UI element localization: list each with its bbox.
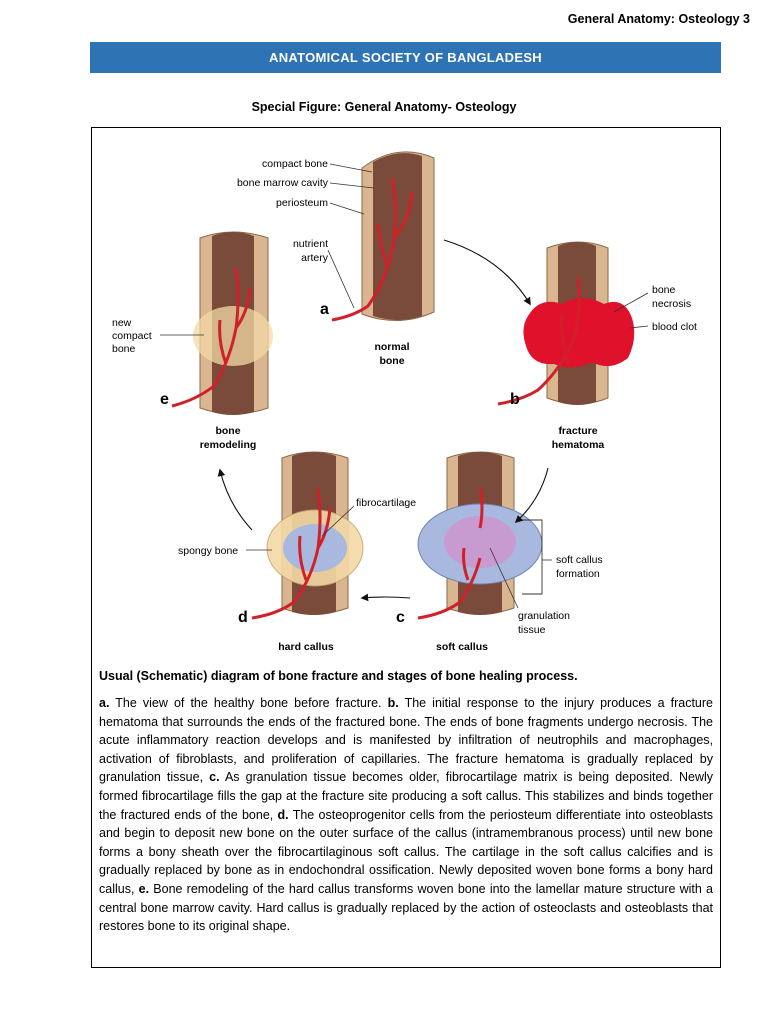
label-soft-callus-formation-2: formation bbox=[556, 568, 600, 580]
label-periosteum: periosteum bbox=[276, 197, 328, 209]
label-bone-necrosis-1: bone bbox=[652, 284, 676, 296]
label-blood-clot: blood clot bbox=[652, 321, 697, 333]
granulation-tissue-region bbox=[444, 516, 516, 568]
healing-cycle-arrows bbox=[217, 239, 549, 602]
stage-b-name-2: hematoma bbox=[552, 439, 605, 451]
stage-letter-b: b bbox=[510, 391, 520, 408]
blood-clot bbox=[523, 298, 635, 368]
label-granulation-tissue-2: tissue bbox=[518, 624, 546, 636]
remodel-artery bbox=[171, 267, 252, 408]
label-soft-callus-formation-1: soft callus bbox=[556, 554, 603, 566]
normal-bone-marrow bbox=[373, 153, 422, 320]
stage-d-name: hard callus bbox=[278, 641, 334, 653]
caption-text-a: The view of the healthy bone before frac… bbox=[109, 696, 388, 710]
stage-e-name-1: bone bbox=[215, 425, 240, 437]
stage-a-normal-bone bbox=[327, 151, 435, 322]
arrow-b-to-c bbox=[514, 467, 549, 524]
soft-callus-artery bbox=[417, 487, 484, 620]
caption-text-c: As granulation tissue becomes older, fib… bbox=[99, 770, 714, 822]
label-artery: artery bbox=[301, 252, 329, 264]
stage-c-soft-callus bbox=[417, 451, 552, 620]
stage-letter-a: a bbox=[320, 301, 329, 318]
stage-c-name: soft callus bbox=[436, 641, 488, 653]
caption-body: a. The view of the healthy bone before f… bbox=[99, 694, 713, 936]
stage-letter-c: c bbox=[396, 609, 405, 626]
caption-label-b: b. bbox=[387, 696, 399, 710]
label-new-compact-3: bone bbox=[112, 343, 136, 355]
caption-text-e: Bone remodeling of the hard callus trans… bbox=[99, 881, 713, 934]
stage-letter-d: d bbox=[238, 609, 248, 626]
society-banner: ANATOMICAL SOCIETY OF BANGLADESH bbox=[90, 42, 721, 73]
stage-a-name-1: normal bbox=[374, 341, 409, 353]
caption-label-c: c. bbox=[209, 770, 220, 785]
arrow-c-to-d bbox=[360, 593, 411, 602]
label-new-compact-1: new bbox=[112, 317, 132, 329]
stage-letter-e: e bbox=[160, 391, 169, 408]
caption-text-b: The initial response to the injury produ… bbox=[99, 696, 713, 785]
hematoma-artery bbox=[497, 277, 581, 406]
label-nutrient: nutrient bbox=[293, 238, 328, 250]
stage-b-fracture-hematoma bbox=[497, 241, 649, 406]
caption-label-a: a. bbox=[99, 696, 110, 710]
caption-title: Usual (Schematic) diagram of bone fractu… bbox=[99, 669, 578, 683]
stage-b-name-1: fracture bbox=[558, 425, 597, 437]
label-bone-necrosis-2: necrosis bbox=[652, 298, 691, 310]
normal-bone-artery bbox=[331, 177, 414, 322]
running-header: General Anatomy: Osteology 3 bbox=[567, 12, 750, 26]
label-fibrocartilage: fibrocartilage bbox=[356, 497, 416, 509]
caption-label-e: e. bbox=[138, 881, 150, 896]
arrow-a-to-b bbox=[443, 239, 531, 306]
stage-a-name-2: bone bbox=[379, 355, 404, 367]
label-compact-bone: compact bone bbox=[262, 158, 328, 170]
figure-frame: compact bone bone marrow cavity perioste… bbox=[91, 127, 721, 968]
label-granulation-tissue-1: granulation bbox=[518, 610, 570, 622]
stage-e-name-2: remodeling bbox=[200, 439, 257, 451]
caption-text-d: The osteoprogenitor cells from the perio… bbox=[99, 807, 713, 896]
label-new-compact-2: compact bbox=[112, 330, 152, 342]
stage-d-hard-callus bbox=[246, 451, 364, 620]
stage-e-bone-remodeling bbox=[160, 231, 273, 415]
label-bone-marrow-cavity: bone marrow cavity bbox=[237, 177, 329, 189]
bone-healing-diagram: compact bone bone marrow cavity perioste… bbox=[112, 151, 697, 653]
caption-label-d: d. bbox=[277, 807, 289, 822]
label-spongy-bone: spongy bone bbox=[178, 545, 238, 557]
figure-heading: Special Figure: General Anatomy- Osteolo… bbox=[251, 100, 517, 114]
arrow-d-to-e bbox=[217, 468, 253, 531]
soft-callus-bracket bbox=[522, 519, 543, 595]
hard-callus-artery bbox=[251, 487, 332, 620]
